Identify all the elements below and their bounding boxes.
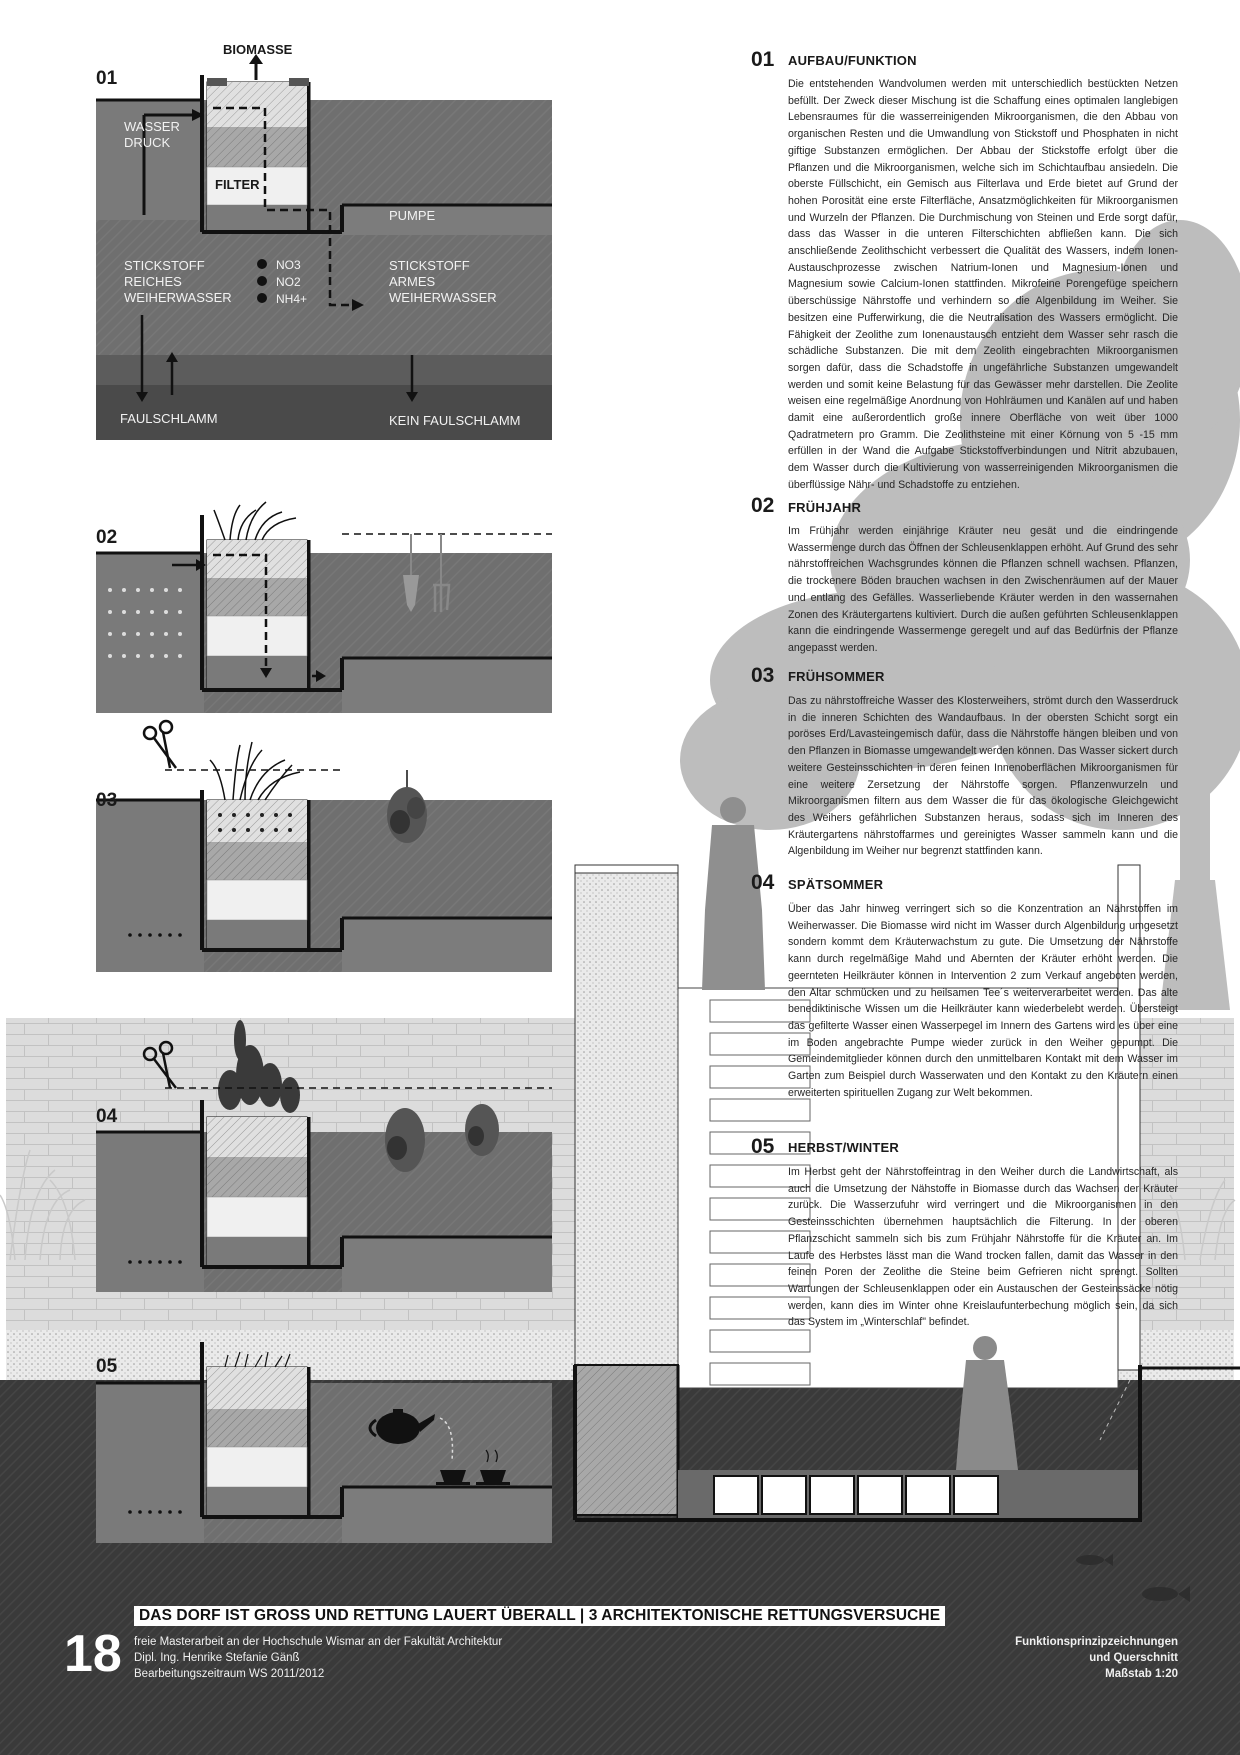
garden-tools-icon xyxy=(403,534,451,612)
diagram-number: 05 xyxy=(96,1356,118,1377)
section-number: 02 xyxy=(751,494,775,517)
section-number: 05 xyxy=(751,1135,775,1158)
section-title: SPÄTSOMMER xyxy=(788,877,884,892)
diagram-04 xyxy=(96,1020,552,1292)
diagram-02 xyxy=(96,501,552,713)
page-number: 18 xyxy=(64,1625,122,1683)
cross-section xyxy=(573,797,1240,1602)
footer-right-line: Maßstab 1:20 xyxy=(1105,1668,1178,1680)
footer-info-line: freie Masterarbeit an der Hochschule Wis… xyxy=(134,1636,503,1648)
section-number: 01 xyxy=(751,48,775,71)
herb-bundle-icon xyxy=(385,1104,499,1172)
scissors-icon xyxy=(142,1040,177,1089)
diagram-number: 01 xyxy=(96,68,118,89)
nun-figure xyxy=(956,1336,1018,1470)
footer-right-line: und Querschnitt xyxy=(1089,1652,1178,1664)
section-body: Im Herbst geht der Nährstoffeintrag in d… xyxy=(788,1166,1178,1329)
label-biomasse: BIOMASSE xyxy=(223,42,293,57)
footer-drawing-info: Funktionsprinzipzeichnungen und Querschn… xyxy=(1015,1634,1178,1682)
section-title: FRÜHJAHR xyxy=(788,500,862,515)
label-pumpe: PUMPE xyxy=(389,208,436,223)
teacups-icon xyxy=(436,1449,510,1485)
project-title: DAS DORF IST GROSS UND RETTUNG LAUERT ÜB… xyxy=(134,1606,946,1626)
label-filter: FILTER xyxy=(215,177,260,192)
label-stickstoff-arm: STICKSTOFF ARMES WEIHERWASSER xyxy=(389,258,497,305)
label-faulschlamm: FAULSCHLAMM xyxy=(120,411,218,426)
footer-info-line: Bearbeitungszeitraum WS 2011/2012 xyxy=(134,1668,325,1680)
label-kein-faulschlamm: KEIN FAULSCHLAMM xyxy=(389,413,521,428)
diagram-number: 02 xyxy=(96,527,118,548)
diagram-03 xyxy=(96,719,552,972)
section-title: FRÜHSOMMER xyxy=(788,669,885,684)
herb-bundle-icon xyxy=(387,770,427,843)
section-number: 03 xyxy=(751,664,775,687)
teapot-icon xyxy=(368,1409,435,1444)
footer-right-line: Funktionsprinzipzeichnungen xyxy=(1015,1636,1178,1648)
reed-grass xyxy=(0,1149,1236,1261)
diagram-01 xyxy=(96,54,552,440)
fish-icon xyxy=(1076,1554,1190,1602)
section-title: AUFBAU/FUNKTION xyxy=(788,53,917,68)
section-body: Das zu nährstoffreiche Wasser des Kloste… xyxy=(788,695,1179,858)
diagram-number: 04 xyxy=(96,1106,118,1127)
tree-silhouette xyxy=(680,220,1240,1010)
label-stickstoff-reich: STICKSTOFF REICHES WEIHERWASSER xyxy=(124,258,232,305)
footer-info: freie Masterarbeit an der Hochschule Wis… xyxy=(134,1634,502,1682)
label-nh4: NH4+ xyxy=(276,292,308,306)
section-body: Die entstehenden Wandvolumen werden mit … xyxy=(788,78,1178,491)
label-wasserdruck: WASSER DRUCK xyxy=(124,119,180,150)
scissors-icon xyxy=(142,719,178,769)
label-no3: NO3 xyxy=(276,258,301,272)
diagram-number: 03 xyxy=(96,790,118,811)
section-body: Über das Jahr hinweg verringert sich so … xyxy=(788,903,1178,1099)
section-body: Im Frühjahr werden einjährige Kräuter ne… xyxy=(788,525,1178,654)
section-number: 04 xyxy=(751,871,775,894)
section-title: HERBST/WINTER xyxy=(788,1140,899,1155)
label-no2: NO2 xyxy=(276,275,301,289)
diagram-05 xyxy=(96,1342,552,1543)
monk-figure xyxy=(702,797,765,990)
footer-info-line: Dipl. Ing. Henrike Stefanie Gänß xyxy=(134,1652,300,1664)
